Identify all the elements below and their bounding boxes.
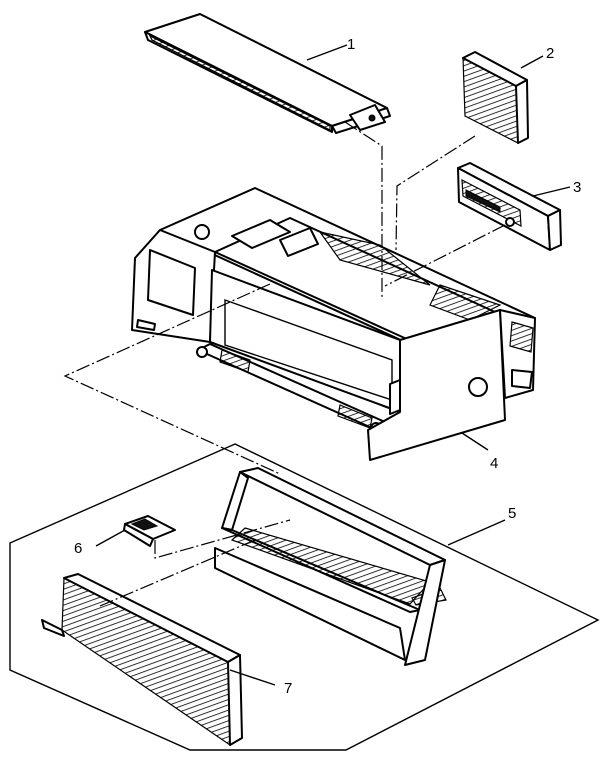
part-4-housing — [131, 187, 536, 461]
leader-lines — [95, 44, 571, 686]
part-label-5: 5 — [508, 505, 516, 522]
part-label-3: 3 — [573, 179, 581, 196]
part-labels: 1 2 3 4 5 6 7 — [74, 36, 581, 697]
part-label-6: 6 — [74, 540, 82, 557]
part-7-front-cover — [41, 573, 243, 747]
part-label-2: 2 — [546, 45, 554, 62]
assembly-lines — [63, 121, 506, 607]
part-5-tray-boundary — [9, 443, 600, 751]
part-5-paper-guide — [214, 467, 447, 666]
part-1-top-cover — [144, 13, 391, 134]
part-label-7: 7 — [284, 680, 292, 697]
part-3-back-plate — [457, 162, 562, 251]
part-6-clip — [123, 515, 176, 547]
part-label-1: 1 — [347, 36, 355, 53]
part-label-4: 4 — [490, 455, 498, 472]
part-2-side-panel — [462, 51, 529, 144]
